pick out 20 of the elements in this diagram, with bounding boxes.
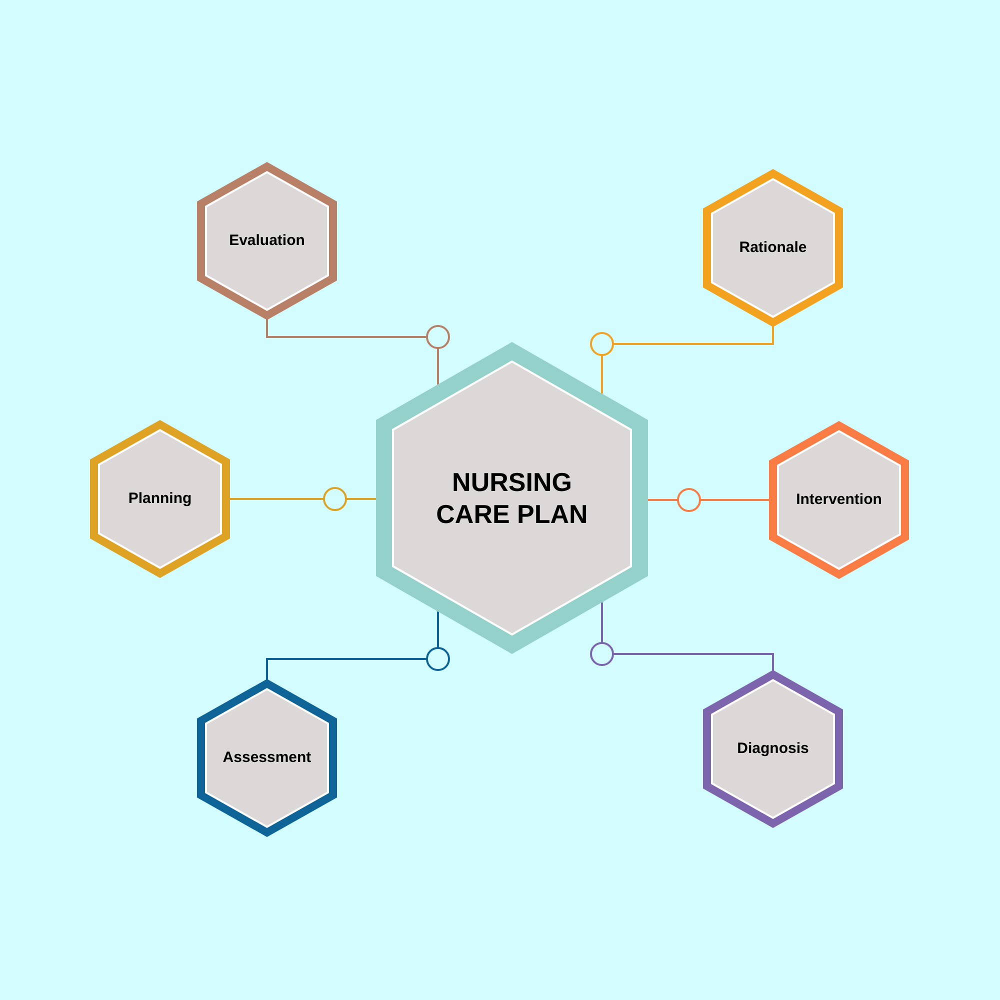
hexagon-node xyxy=(703,670,843,828)
node-label: Assessment xyxy=(222,748,312,768)
hexagon-node xyxy=(197,162,337,320)
hexagon-node xyxy=(769,421,909,579)
node-label: Intervention xyxy=(795,490,883,510)
node-label: Evaluation xyxy=(228,230,306,251)
node-label: NURSING CARE PLAN xyxy=(435,466,589,530)
connector-line xyxy=(601,602,774,671)
connector-line xyxy=(230,498,376,500)
hexagon-node xyxy=(376,342,648,654)
node-label: Rationale xyxy=(738,238,808,258)
node-label: Diagnosis xyxy=(736,738,810,759)
hexagon-node xyxy=(197,679,337,837)
hexagon-node xyxy=(703,169,843,327)
connector-line xyxy=(266,612,439,680)
connector-line xyxy=(601,326,774,394)
connector-line xyxy=(266,319,439,384)
hexagon-node xyxy=(90,420,230,578)
node-label: Planning xyxy=(127,488,193,509)
connector-line xyxy=(648,499,769,501)
